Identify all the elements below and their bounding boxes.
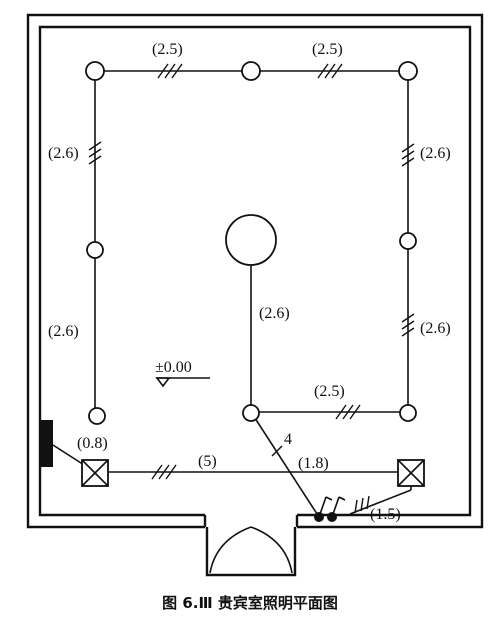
label-diagonal-count: 4 [284, 431, 292, 448]
chandelier [225, 214, 277, 266]
light-fixtures [85, 61, 418, 425]
room-walls [26, 13, 484, 529]
label-left-lower: (2.6) [48, 323, 79, 340]
label-bottom-run: (5) [198, 453, 217, 470]
light-fixture [398, 61, 418, 81]
circuit-labels: (2.5) (2.5) (2.6) (2.6) (2.6) (2.6) (2.6… [48, 41, 451, 523]
junction-box-left [81, 459, 109, 487]
light-fixture [86, 241, 104, 259]
label-diagonal-height: (1.8) [298, 455, 329, 472]
label-right-upper: (2.6) [420, 145, 451, 162]
label-left-upper: (2.6) [48, 145, 79, 162]
light-fixture [85, 61, 105, 81]
label-top-right: (2.5) [312, 41, 343, 58]
light-switches [314, 496, 346, 522]
figure-caption: 图 6.Ⅲ 贵宾室照明平面图 [162, 594, 338, 612]
elevation-marker: ±0.00 [155, 359, 210, 388]
label-right-lower: (2.6) [420, 320, 451, 337]
distribution-panel [40, 420, 53, 467]
double-door [205, 526, 297, 577]
elevation-text: ±0.00 [155, 359, 192, 376]
label-center-right: (2.5) [314, 383, 345, 400]
label-top-left: (2.5) [152, 41, 183, 58]
light-fixture [399, 404, 417, 422]
label-switch-height: (1.5) [370, 506, 401, 523]
junction-box-right [397, 459, 425, 487]
label-box-left: (0.8) [77, 435, 108, 452]
light-fixture [88, 407, 106, 425]
light-fixture [242, 404, 260, 422]
conductor-ticks [88, 63, 415, 514]
light-fixture [241, 61, 261, 81]
light-fixture [399, 232, 417, 250]
label-center-drop: (2.6) [259, 305, 290, 322]
